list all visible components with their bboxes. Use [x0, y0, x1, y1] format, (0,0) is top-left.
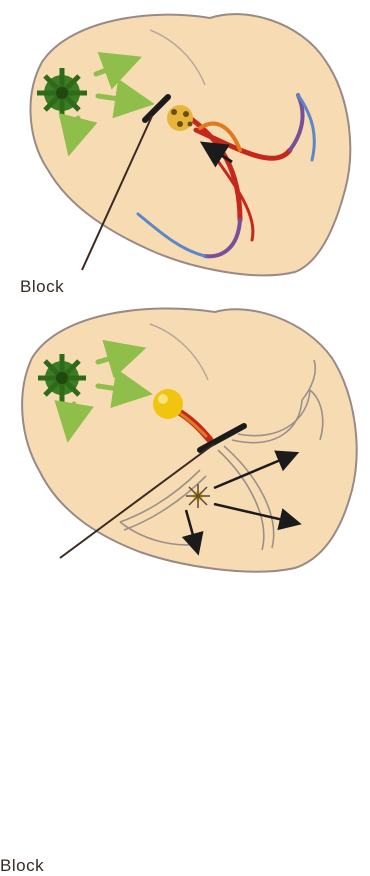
av-node-icon	[167, 105, 193, 131]
heart-diagram-top: Block	[0, 0, 370, 300]
heart-illustration-top	[0, 0, 370, 300]
ectopic-focus-icon	[186, 484, 210, 508]
heart-outline	[31, 14, 351, 275]
av-node-icon	[153, 389, 183, 419]
sa-node-icon	[38, 354, 86, 402]
heart-diagram-bottom: Block	[0, 300, 370, 577]
heart-illustration-bottom	[0, 300, 370, 577]
block-label: Block	[20, 277, 64, 297]
block-label: Block	[0, 856, 44, 876]
heart-outline	[22, 308, 357, 571]
